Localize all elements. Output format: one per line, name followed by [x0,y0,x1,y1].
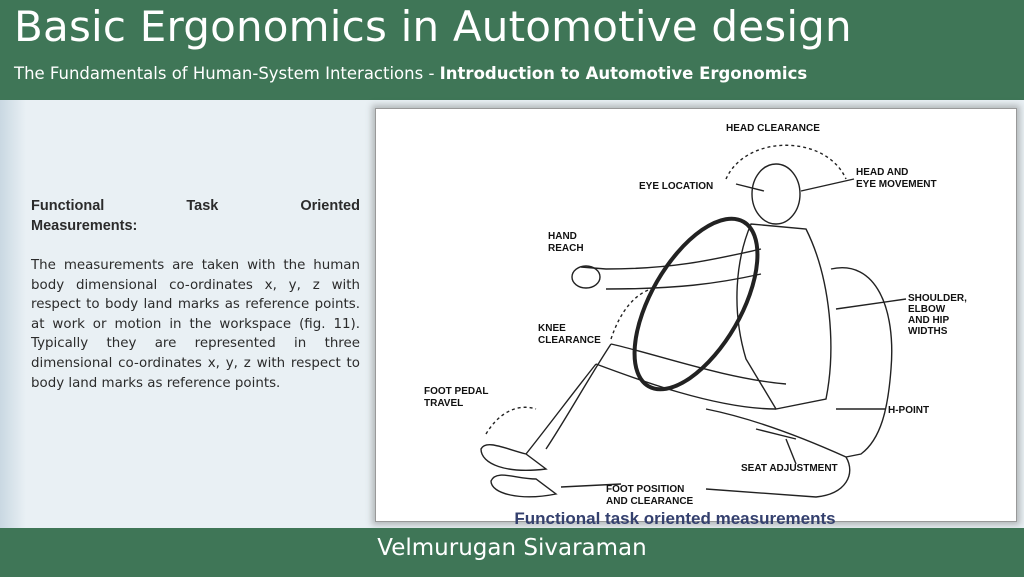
label-shoulder-2: ELBOW [908,304,946,315]
label-foot-pedal-2: TRAVEL [424,398,463,409]
label-foot-pedal-1: FOOT PEDAL [424,386,488,397]
subtitle-plain: The Fundamentals of Human-System Interac… [14,64,440,83]
label-seat-adjustment: SEAT ADJUSTMENT [741,463,838,474]
label-head-clearance: HEAD CLEARANCE [726,123,820,134]
torso-shape [736,223,832,410]
leader-shoulder [835,298,907,310]
head-clearance-arc [725,144,847,180]
slide-subtitle: The Fundamentals of Human-System Interac… [14,64,807,83]
section-heading: Functional Task Oriented Measurements: [31,197,360,236]
label-foot-position-1: FOOT POSITION [606,484,684,495]
heading-word-1: Functional [31,198,105,214]
figure-frame: HEAD CLEARANCE EYE LOCATION HEAD AND EYE… [375,108,1017,522]
leader-eye [735,183,765,192]
lower-leg-shape [525,343,612,455]
thigh-shape [595,343,787,410]
body-paragraph: The measurements are taken with the huma… [31,258,360,391]
hand-shape [571,265,601,289]
label-shoulder-3: AND HIP [908,315,949,326]
leader-head-eye [800,178,855,192]
subtitle-bold: Introduction to Automotive Ergonomics [439,64,808,83]
left-gradient-panel [0,100,26,528]
label-head-eye-2: EYE MOVEMENT [856,179,937,190]
label-h-point: H-POINT [888,405,929,416]
label-shoulder-4: WIDTHS [908,326,948,337]
label-shoulder-1: SHOULDER, [908,293,967,304]
label-hand-reach-2: REACH [548,243,584,254]
text-block: Functional Task Oriented Measurements: T… [31,197,360,393]
knee-clearance-arc [610,288,652,340]
label-foot-position-2: AND CLEARANCE [606,496,694,507]
leader-seat [785,438,797,465]
foot-shape [480,444,548,471]
leader-footpos [560,483,622,488]
heading-line-2: Measurements: [31,217,138,234]
slide-title: Basic Ergonomics in Automotive design [14,2,852,51]
foot-shape-2 [490,474,558,498]
label-knee-1: KNEE [538,323,566,334]
seat-cushion [705,408,851,498]
head-shape [751,163,801,225]
seat-adjustment-arrow [755,428,797,440]
label-eye-location: EYE LOCATION [639,181,713,192]
label-hand-reach-1: HAND [548,231,577,242]
slide-header: Basic Ergonomics in Automotive design Th… [0,0,1024,100]
arm-shape [580,248,762,290]
figure-caption: Functional task oriented measurements [514,509,836,528]
slide-footer: Velmurugan Sivaraman [0,528,1024,577]
foot-pedal-arc [485,406,537,435]
heading-word-2: Task [186,198,219,214]
label-knee-2: CLEARANCE [538,335,601,346]
seat-back [830,267,893,458]
heading-word-3: Oriented [300,198,360,214]
label-head-eye-1: HEAD AND [856,167,908,178]
steering-wheel [632,216,760,392]
ergonomics-figure: HEAD CLEARANCE EYE LOCATION HEAD AND EYE… [424,123,967,507]
author-name: Velmurugan Sivaraman [377,535,647,561]
